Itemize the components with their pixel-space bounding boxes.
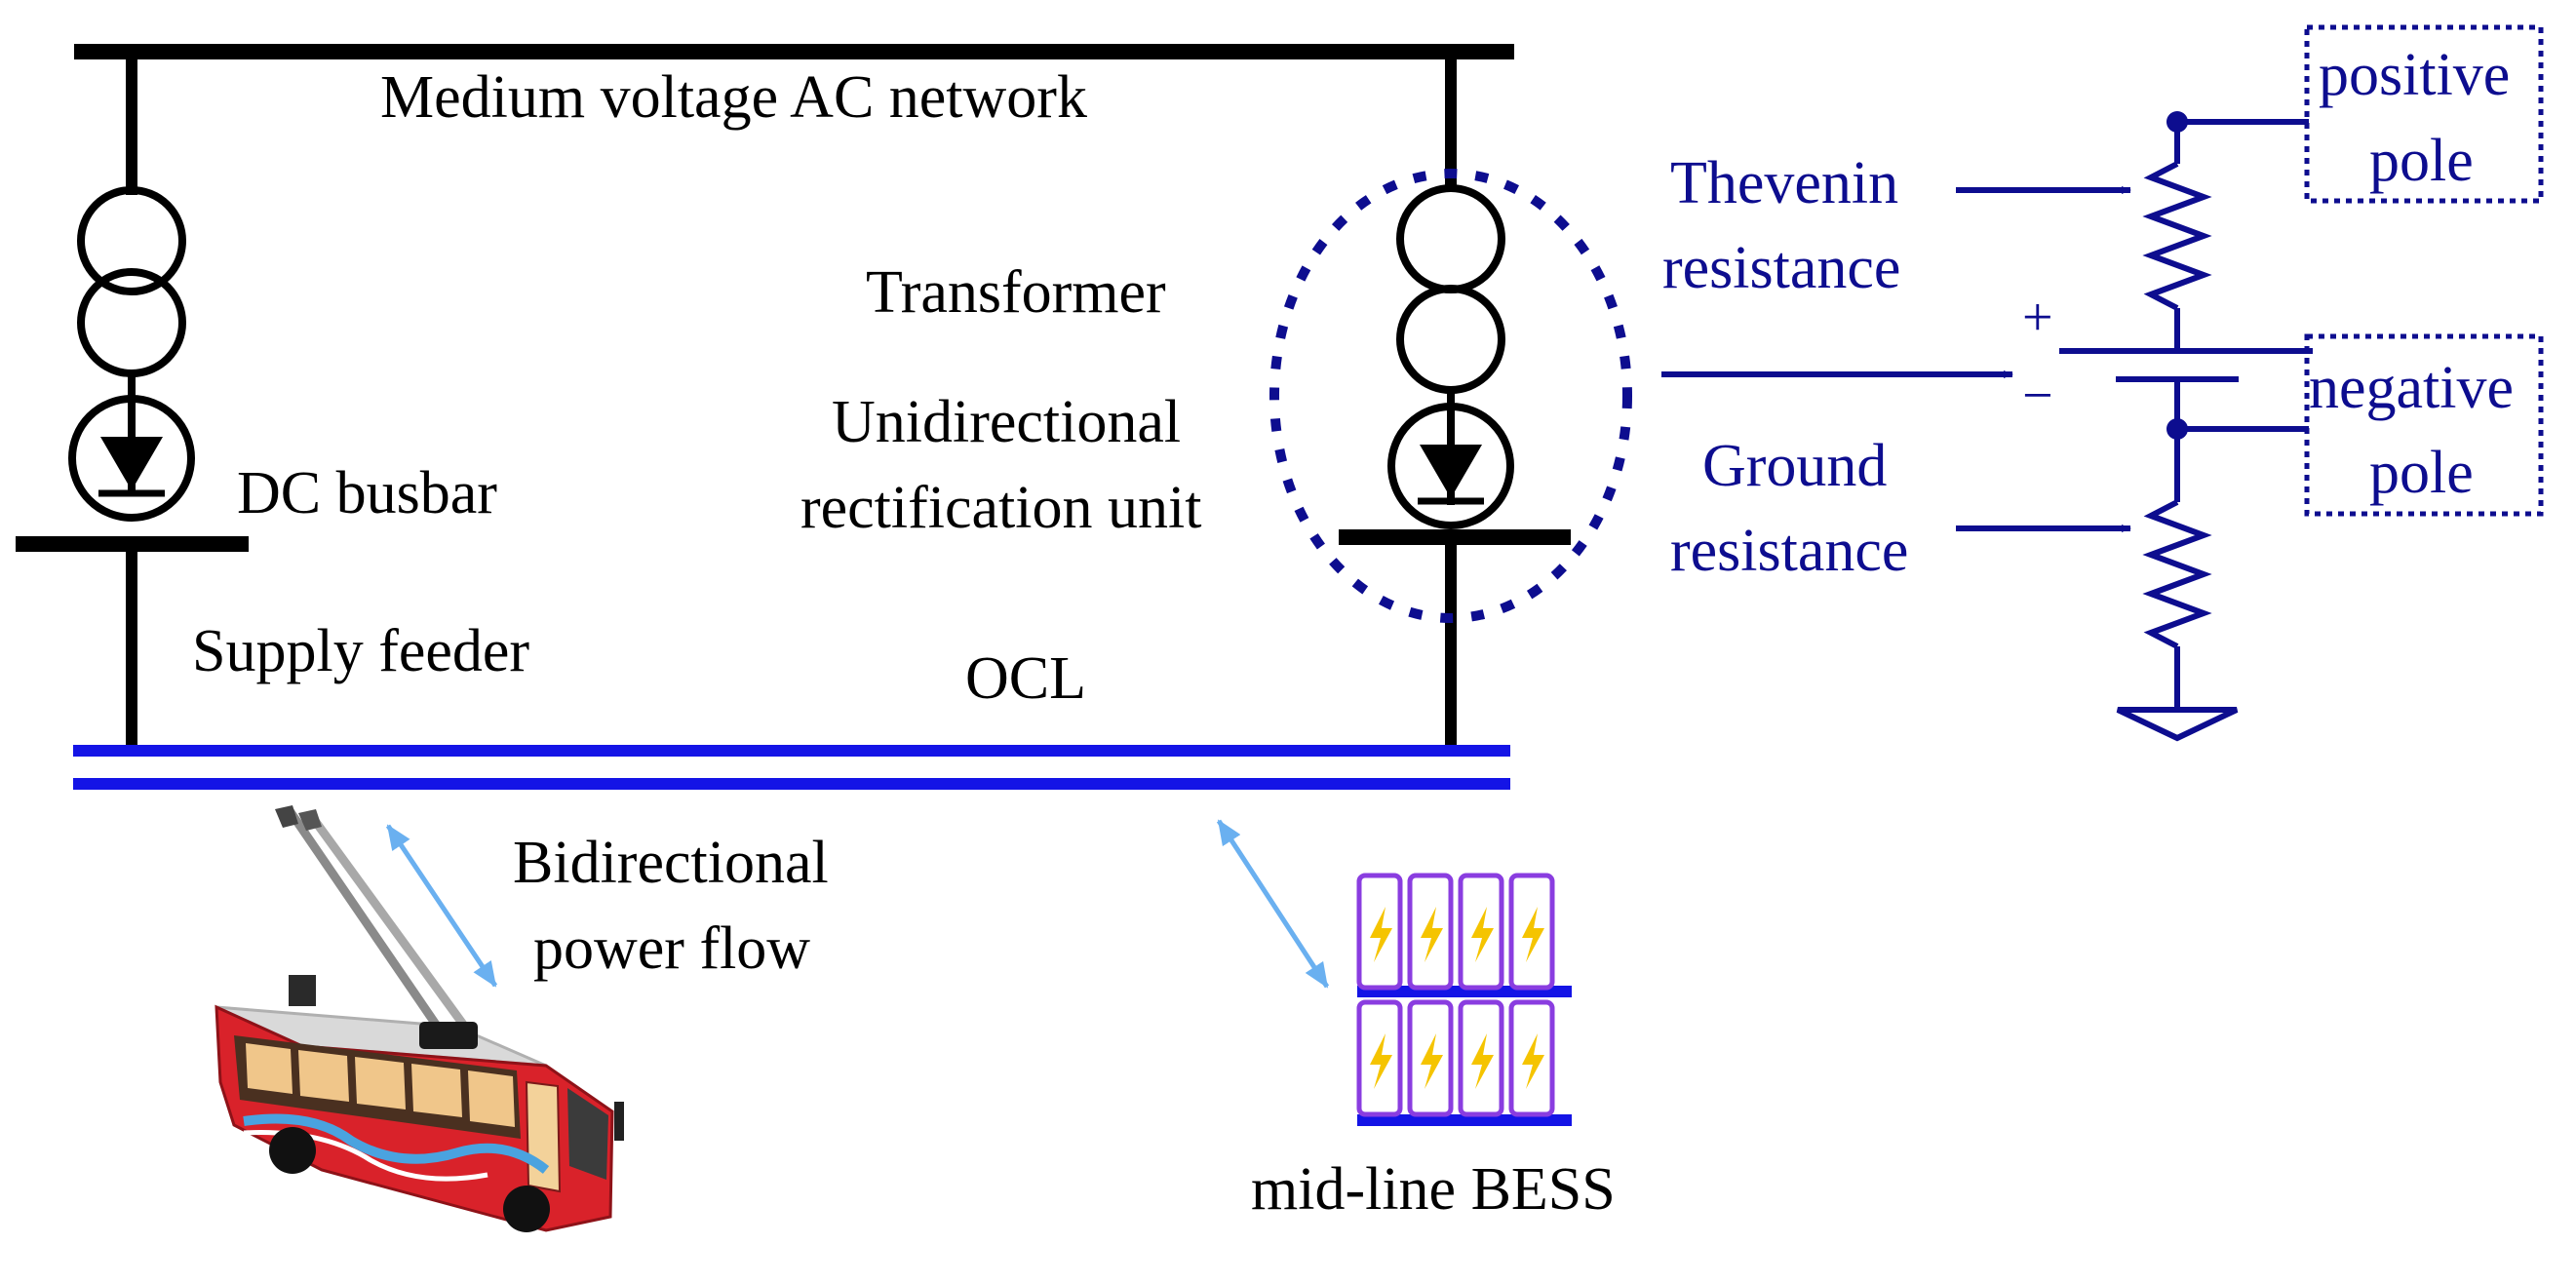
bus-window-2 [298, 1050, 349, 1102]
lightning-bolt-icon [1471, 907, 1494, 962]
negative-pole-box [2304, 333, 2544, 517]
left-substation [16, 52, 249, 751]
ocl-label: OCL [965, 645, 1086, 712]
bess-label: mid-line BESS [1251, 1156, 1616, 1223]
supply-feeder-label: Supply feeder [192, 618, 529, 684]
bus-mirror [614, 1102, 624, 1141]
bess-power-flow-arrow [1216, 819, 1330, 989]
positive-pole-box [2304, 24, 2544, 204]
dc-busbar-label: DC busbar [237, 460, 497, 526]
ground-resistor [2142, 499, 2212, 649]
bus-window-3 [355, 1057, 406, 1109]
diode-icon [100, 437, 163, 490]
power-flow-label-line2: power flow [533, 915, 810, 982]
power-flow-label-line1: Bidirectional [513, 830, 829, 896]
vehicle-power-flow-arrow [385, 824, 498, 988]
bus-roof-box [289, 975, 316, 1006]
bus-window-4 [411, 1064, 462, 1117]
ac-network-label: Medium voltage AC network [380, 64, 1087, 131]
ground-label-line1: Ground [1702, 433, 1887, 499]
lightning-bolt-icon [1370, 907, 1392, 962]
bus-shoe-right [298, 809, 322, 831]
negative-node-dot [2166, 418, 2188, 440]
thevenin-label-line2: resistance [1662, 235, 1900, 301]
right-transformer-lower-coil [1396, 285, 1505, 394]
left-transformer-upper-coil [77, 186, 186, 295]
right-substation [1269, 52, 1632, 751]
negative-pole-label-line2: pole [2369, 440, 2474, 506]
lightning-bolt-icon [1522, 907, 1544, 962]
trolley-pole-right [306, 811, 468, 1029]
thevenin-resistor [2142, 161, 2212, 311]
right-transformer-upper-coil [1396, 184, 1505, 293]
bus-window-1 [246, 1043, 293, 1094]
rectifier-label-line2: rectification unit [800, 475, 1201, 541]
substation-highlight-ellipse [1269, 169, 1632, 623]
bus-door [525, 1080, 562, 1193]
rectifier-label-line1: Unidirectional [832, 389, 1181, 455]
bus-wheel-rear [269, 1127, 316, 1174]
plus-sign: + [2022, 288, 2053, 348]
bus-wheel-front [503, 1186, 550, 1232]
trolleybus-icon [215, 805, 624, 1232]
lightning-bolt-icon [1421, 907, 1443, 962]
battery-pack-icon [1356, 873, 1572, 1126]
negative-pole-label-line1: negative [2309, 355, 2514, 421]
lightning-bolt-icon [1370, 1033, 1392, 1089]
ground-label-line2: resistance [1670, 518, 1908, 584]
lightning-bolt-icon [1522, 1033, 1544, 1089]
left-transformer-lower-coil [77, 268, 186, 377]
minus-sign: − [2022, 366, 2053, 426]
diode-icon [1420, 445, 1482, 498]
trolley-pole-left [285, 806, 445, 1034]
bus-pantograph-base [419, 1022, 478, 1049]
ground-symbol-icon [2116, 707, 2239, 742]
bus-shoe-left [275, 805, 298, 828]
lightning-bolt-icon [1421, 1033, 1443, 1089]
equivalent-circuit [2059, 24, 2544, 742]
bus-window-5 [468, 1070, 515, 1127]
bus-livery-wave [243, 1113, 550, 1174]
lightning-bolt-icon [1471, 1033, 1494, 1089]
positive-node-dot [2166, 111, 2188, 133]
thevenin-label-line1: Thevenin [1670, 150, 1898, 216]
transformer-label: Transformer [866, 259, 1166, 326]
bus-windshield [567, 1088, 608, 1180]
positive-pole-label-line2: pole [2369, 128, 2474, 194]
positive-pole-label-line1: positive [2319, 42, 2510, 108]
